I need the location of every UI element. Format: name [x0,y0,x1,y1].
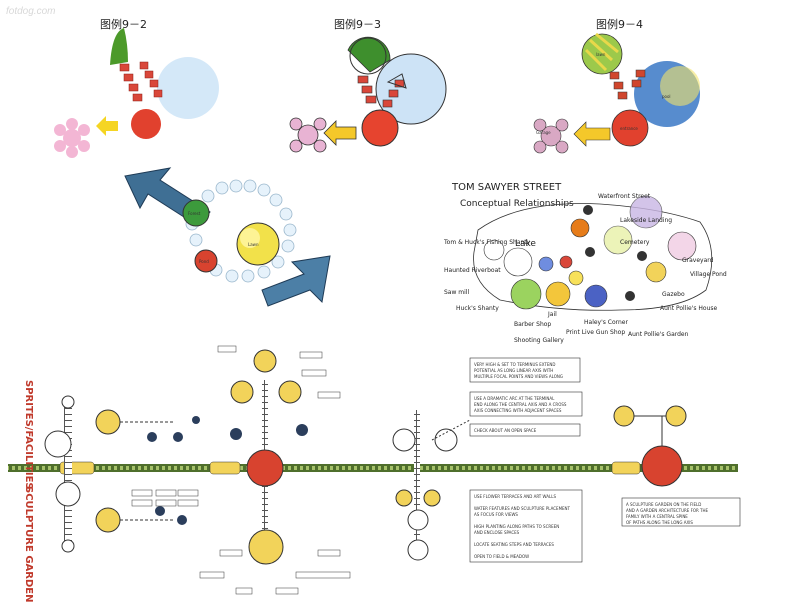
note-line-15: A SCULPTURE GARDEN ON THE FIELD [626,502,701,507]
pond-bubble [194,249,218,273]
forest-bubble [182,199,210,227]
lawn-label: lawn [596,52,606,57]
concept-plan: TOM SAWYER STREET Conceptual Relationshi… [443,182,727,344]
entrance-bubble [361,109,399,147]
figure-9-3 [289,36,447,153]
note-line-7: CHECK ABOUT AN OPEN SPACE [474,428,537,433]
concept-subtitle: Conceptual Relationships [460,199,574,209]
vertical-label-upper: SPRITES/FACILITIES [23,380,34,490]
street-flower [289,117,327,153]
street-flower [54,118,90,158]
note-line-2: POTENTIAL AS LONG LINEAR AXIS WITH [474,368,553,373]
garage-bubble [581,33,623,75]
pool-label: pool [662,94,671,99]
centre-spine-diagram [392,410,471,561]
figure-caption-9-2: 图例9－2 [100,18,147,31]
steps-connector [119,61,163,102]
approach-arrow [323,120,357,146]
concept-label-aunt-pollies-garden: Aunt Pollie's Garden [628,331,689,338]
concept-title: TOM SAWYER STREET [451,182,562,193]
concept-label-hucks-shanty: Huck's Shanty [456,305,499,312]
note-line-16: AND A GARDEN ARCHITECTURE FOR THE [626,508,709,513]
bubble-arrow-diagram: Lawn Forest Pond [124,167,331,307]
right-spine-diagram [613,405,687,487]
garage-bubble [110,28,128,65]
entrance-label: entrance [620,126,638,131]
concept-label-shooting-gallery: Shooting Gallery [514,337,564,344]
note-line-3: MULTIPLE FOCAL POINTS AND VIEWS ALONG [474,374,563,379]
note-line-8: USE FLOWER TERRACES AND ART WALLS [474,494,556,499]
approach-arrow [573,121,611,147]
note-line-6: AXIS CONNECTING WITH ADJACENT SPACES [474,408,562,413]
street-flower [533,118,569,154]
note-line-1: VERY HIGH & SET TO TERMINUS EXTEND [474,362,555,367]
concept-label-lake: Lake [515,239,536,249]
entrance-bubble [131,109,161,139]
note-line-18: OF PATHS ALONG THE LONG AXIS [626,520,693,525]
figure-9-2 [54,28,219,158]
steps-connector [357,75,405,108]
note-line-11: HIGH PLANTING ALONG PATHS TO SCREEN [474,524,559,529]
note-boxes: VERY HIGH & SET TO TERMINUS EXTEND POTEN… [469,357,741,563]
note-line-17: FAMILY WITH A CENTRAL SPINE [626,514,688,519]
note-line-14: OPEN TO FIELD & MEADOW [474,554,529,559]
concept-label-jail: Jail [547,311,557,318]
centre-left-spine-diagram [199,345,351,595]
note-line-4: USE A DRAMATIC ARC AT THE TERMINAL [474,396,555,401]
concept-label-gun-shop: Print Live Gun Shop [566,329,625,336]
concept-label-graveyard: Graveyard [682,257,714,264]
note-line-9: WATER FEATURES AND SCULPTURE PLACEMENT [474,506,571,511]
concept-label-cemetery: Cemetery [620,239,650,246]
entrance-bubble [611,109,649,147]
pond-label: Pond [199,259,209,264]
concept-label-lakeside-landing: Lakeside Landing [620,217,672,224]
figure-9-4: Garage entrance pool lawn [533,32,700,154]
concept-label-barber-shop: Barber Shop [514,321,551,328]
concept-label-aunt-pollies-house: Aunt Pollie's House [660,305,718,312]
note-line-5: END ALONG THE CENTRAL AXIS AND A CROSS [474,402,567,407]
concept-label-waterfront-street: Waterfront Street [598,193,651,200]
approach-arrow [96,116,118,136]
concept-label-gazebo: Gazebo [662,291,685,298]
note-line-12: AND ENCLOSE SPACES [474,530,520,535]
concept-label-haleys-corner: Haley's Corner [584,319,628,326]
concept-label-village-pond: Village Pond [690,271,727,278]
arrow-down-right [261,255,331,307]
pool-bubble [157,57,219,119]
left-spine-diagram [44,395,200,553]
steps-connector [609,69,646,100]
garage-bubble [349,37,387,75]
watermark: fotdog.com [6,6,56,17]
forest-label: Forest [188,211,201,216]
pool-bubble [375,53,447,125]
figure-caption-9-3: 图例9－3 [334,18,381,31]
main-axis-rail [8,461,738,475]
lawn-label: Lawn [248,242,259,247]
figure-caption-9-4: 图例9－4 [596,18,643,31]
note-line-13: LOCATE SEATING STEPS AND TERRACES [474,542,554,547]
note-line-10: AS FOCUS FOR VIEWS [474,512,518,517]
concept-label-fishing-shanty: Tom & Huck's Fishing Shanty [443,239,531,246]
concept-label-saw-mill: Saw mill [444,289,469,296]
garage-label: Garage [536,130,551,135]
vertical-label-lower: SCULPTURE GARDEN [23,486,34,602]
concept-label-haunted-riverboat: Haunted Riverboat [444,267,501,274]
